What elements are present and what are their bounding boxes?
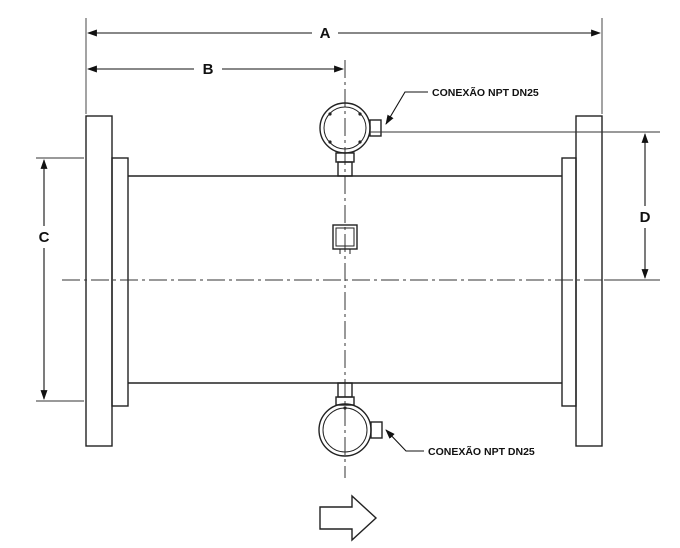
top-connection-label: CONEXÃO NPT DN25 [432, 86, 539, 99]
dimension-b-label: B [203, 61, 214, 78]
dimension-a: A [87, 25, 601, 42]
dimension-d: D [640, 133, 651, 279]
center-sensor-box [332, 224, 358, 254]
bottom-connection-label: CONEXÃO NPT DN25 [428, 445, 535, 458]
right-flange [561, 115, 603, 447]
dimension-a-label: A [320, 25, 331, 42]
left-flange [85, 115, 129, 447]
dimension-b: B [87, 61, 344, 78]
bottom-connection-callout: CONEXÃO NPT DN25 [385, 429, 535, 458]
extension-lines [36, 18, 660, 402]
dimension-c-label: C [39, 229, 50, 246]
flow-direction-arrow-icon [319, 494, 378, 542]
top-connection-callout: CONEXÃO NPT DN25 [385, 86, 539, 125]
bottom-connection-housing [318, 382, 383, 457]
dimension-c: C [39, 159, 50, 400]
top-connection-housing [319, 102, 382, 177]
dimension-d-label: D [640, 209, 651, 226]
